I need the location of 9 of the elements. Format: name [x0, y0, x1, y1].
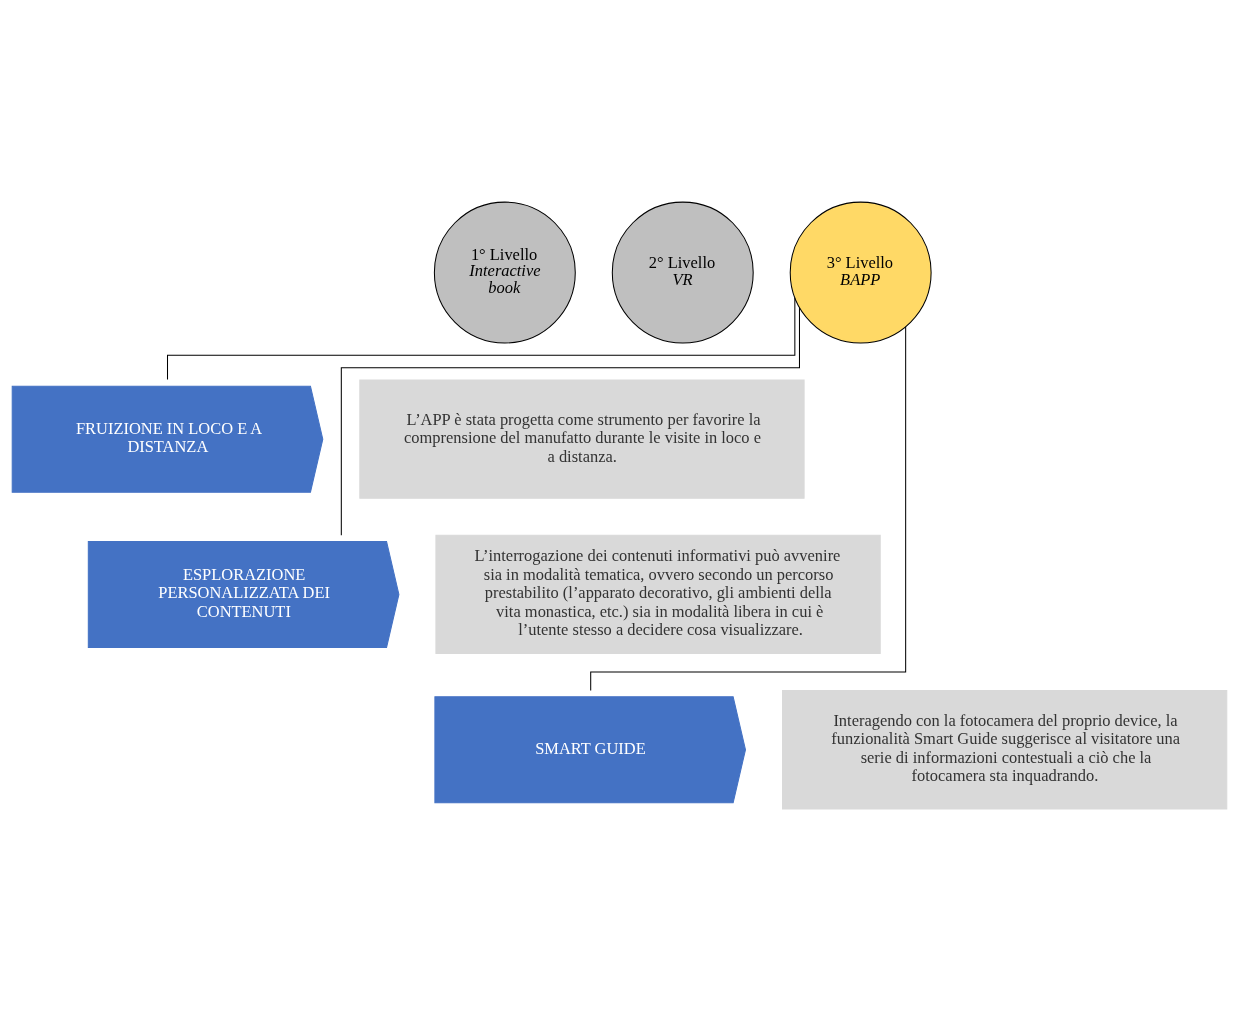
connector [167, 297, 796, 381]
node-circle: 2° Livello VR [611, 201, 754, 344]
connector [590, 326, 907, 691]
connector [340, 307, 800, 536]
node-box: L’interrogazione dei contenuti informativi può avvenire sia in modalità tematica, ovvero secondo un percorso prestabilito (l’apparato decorativo, gli ambienti della vita monastica, etc.) sia in modalità libera in cui è l’utente stesso a decidere cosa visualizzare. [435, 534, 881, 655]
node-box: L’APP è stata progetta come strumento per favorire la comprensione del manufatto durante le visite in loco e a distanza. [359, 379, 805, 499]
node-box: Interagendo con la fotocamera del proprio device, la funzionalità Smart Guide suggerisce al visitatore una serie di informazioni contestuali a ciò che la fotocamera sta inquadrando. [782, 690, 1228, 810]
node-circle: 3° Livello BAPP [789, 201, 932, 344]
node-circle: 1° Livello Interactive book [433, 201, 576, 344]
